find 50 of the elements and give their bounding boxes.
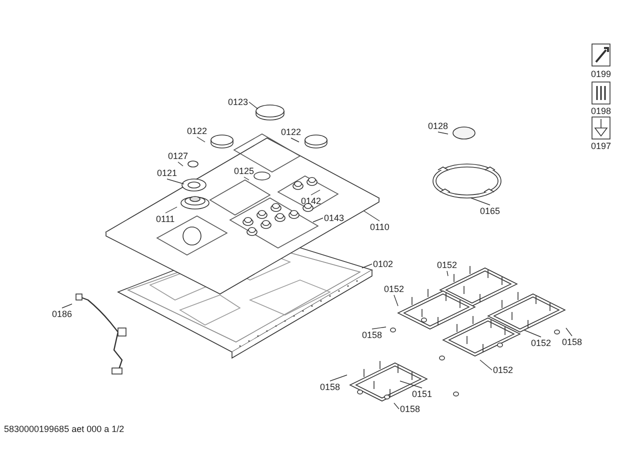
leader-line xyxy=(446,270,448,276)
leader-line xyxy=(480,360,492,370)
callout-number: 0152 xyxy=(437,260,458,270)
callout-number: 0121 xyxy=(157,168,178,178)
callout-number: 0152 xyxy=(531,338,552,348)
callout-number: 0186 xyxy=(52,309,72,319)
callout-number: 0158 xyxy=(400,404,420,414)
leader-line xyxy=(394,294,398,306)
callout-number: 0165 xyxy=(480,206,500,216)
callout-number: 0127 xyxy=(168,151,188,161)
leader-line xyxy=(196,136,206,142)
leader-line xyxy=(310,190,320,196)
callout-number: 0158 xyxy=(320,382,340,392)
callout-number: 0122 xyxy=(281,127,302,137)
callout-number: 0152 xyxy=(493,365,514,375)
callout-number: 0125 xyxy=(234,166,254,176)
callout-number: 0110 xyxy=(370,222,390,232)
leader-line xyxy=(244,176,250,180)
leader-line xyxy=(438,132,448,134)
leader-line xyxy=(470,198,490,206)
leader-line xyxy=(364,210,380,222)
leader-line xyxy=(566,328,572,336)
callout-number: 0123 xyxy=(228,97,248,107)
part-number: 0197 xyxy=(591,141,612,151)
leader-line xyxy=(400,380,422,388)
callout-number: 0111 xyxy=(156,214,175,224)
leader-line xyxy=(165,206,178,214)
document-number: 5830000199685 aet 000 a 1/2 xyxy=(4,424,124,434)
part-number: 0198 xyxy=(591,106,612,116)
leader-line xyxy=(248,102,258,110)
leader-line xyxy=(62,304,72,308)
leader-line xyxy=(166,178,184,184)
callout-number: 0158 xyxy=(562,337,582,347)
callout-number: 0151 xyxy=(412,389,432,399)
leader-line xyxy=(312,218,324,222)
callout-number: 0142 xyxy=(301,196,322,206)
callout-number: 0152 xyxy=(384,284,404,294)
leader-line xyxy=(394,402,400,410)
leader-line xyxy=(372,326,386,330)
callout-number: 0158 xyxy=(362,330,382,340)
leader-line xyxy=(524,330,542,338)
leader-line xyxy=(330,374,348,382)
callout-number: 0143 xyxy=(324,213,344,223)
leader-line xyxy=(178,162,184,166)
callout-number: 0102 xyxy=(373,259,394,269)
callout-number: 0122 xyxy=(187,126,208,136)
part-number: 0199 xyxy=(591,69,612,79)
callout-number: 0128 xyxy=(428,121,448,131)
leader-line xyxy=(290,138,300,142)
leader-line xyxy=(362,264,372,268)
